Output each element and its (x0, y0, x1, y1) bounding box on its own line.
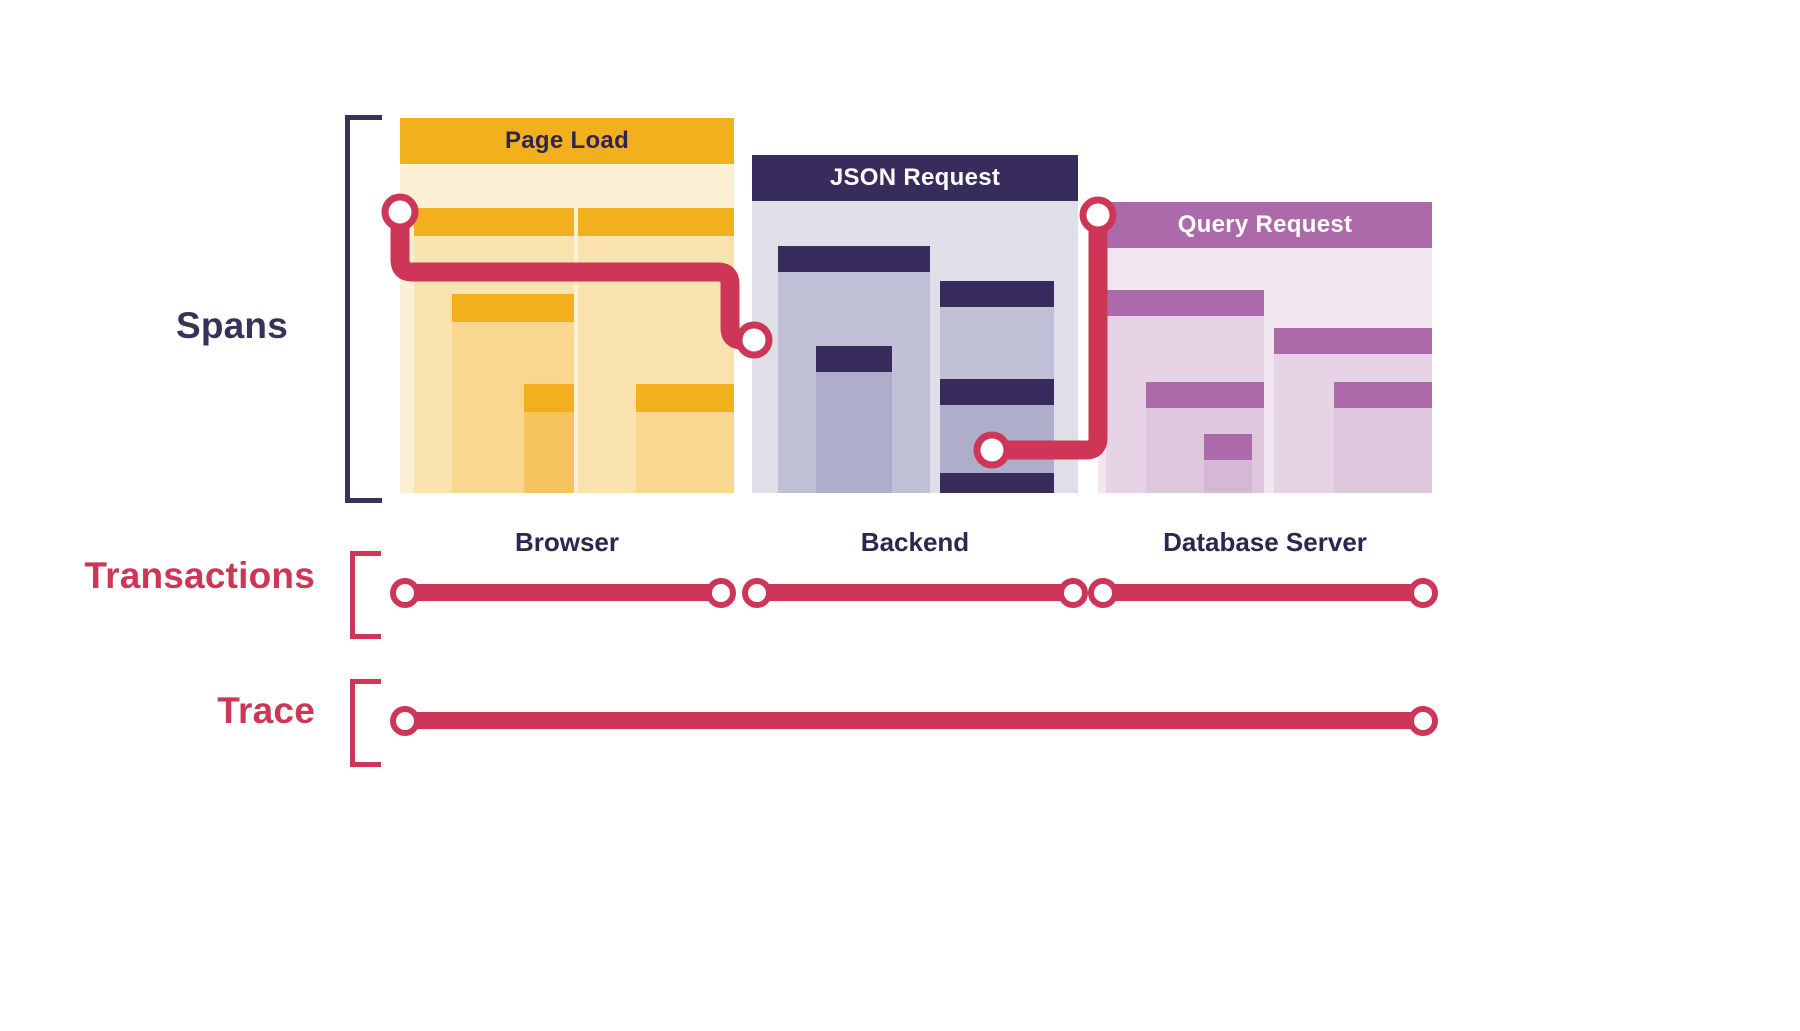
transaction-node-database-end[interactable] (1408, 578, 1438, 608)
span-bar[interactable] (524, 384, 574, 493)
transaction-line-database[interactable] (1098, 584, 1432, 601)
transaction-node-browser-end[interactable] (706, 578, 736, 608)
transaction-node-backend-start[interactable] (742, 578, 772, 608)
span-cap (778, 246, 930, 272)
service-column-database[interactable]: Query Request (1098, 202, 1432, 493)
transaction-header-backend[interactable]: JSON Request (752, 155, 1078, 201)
span-bar[interactable] (1334, 382, 1432, 493)
trace-line[interactable] (400, 712, 1432, 729)
row-label-spans: Spans (175, 305, 288, 346)
transaction-node-backend-end[interactable] (1058, 578, 1088, 608)
span-container-backend (752, 201, 1078, 493)
service-column-browser[interactable]: Page Load (400, 118, 734, 493)
transaction-node-browser-start[interactable] (390, 578, 420, 608)
span-bar[interactable] (636, 384, 734, 493)
bracket-trace (350, 679, 381, 767)
service-caption-backend: Backend (860, 527, 970, 557)
span-cap (636, 384, 734, 412)
span-bar[interactable] (816, 346, 892, 493)
transaction-node-database-start[interactable] (1088, 578, 1118, 608)
bracket-transactions (350, 551, 381, 639)
span-cap (1204, 434, 1252, 460)
trace-node-start[interactable] (390, 706, 420, 736)
span-container-browser (400, 164, 734, 493)
span-cap (1146, 382, 1264, 408)
bracket-spans (345, 115, 382, 503)
service-column-backend[interactable]: JSON Request (752, 155, 1078, 493)
span-cap (578, 208, 734, 236)
transaction-line-backend[interactable] (752, 584, 1078, 601)
span-cap (524, 384, 574, 412)
span-cap (452, 294, 574, 322)
span-cap (414, 208, 574, 236)
span-bar[interactable] (1204, 434, 1252, 493)
span-cap (940, 281, 1054, 307)
span-cap (1106, 290, 1264, 316)
row-label-trace: Trace (217, 690, 315, 731)
transaction-header-browser[interactable]: Page Load (400, 118, 734, 164)
span-cap (816, 346, 892, 372)
span-container-database (1098, 248, 1432, 493)
trace-node-end[interactable] (1408, 706, 1438, 736)
transaction-line-browser[interactable] (400, 584, 734, 601)
transaction-header-database[interactable]: Query Request (1098, 202, 1432, 248)
span-cap (1334, 382, 1432, 408)
service-caption-browser: Browser (514, 527, 620, 557)
span-bar[interactable] (940, 473, 1054, 493)
row-label-transactions: Transactions (84, 555, 315, 596)
service-caption-database: Database Server (1163, 527, 1367, 557)
span-cap (1274, 328, 1432, 354)
span-cap (940, 379, 1054, 405)
